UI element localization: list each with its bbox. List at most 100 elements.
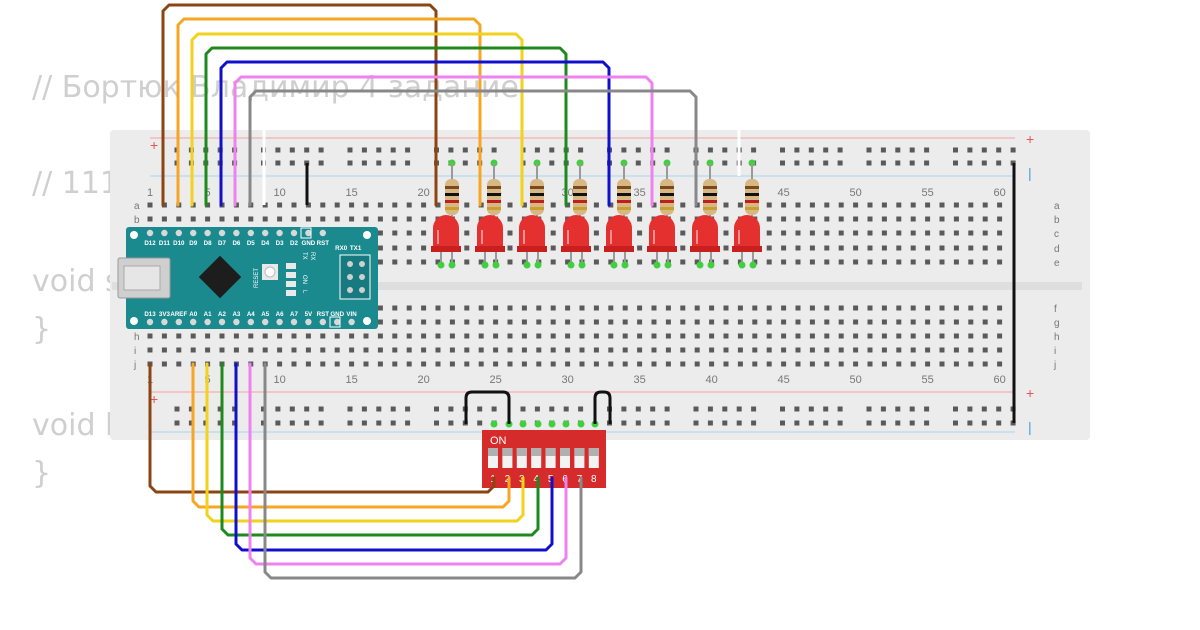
status-led [286, 290, 296, 296]
arduino-pin-bottom [334, 318, 341, 326]
row-letter: f [1054, 304, 1057, 315]
rail-hole [981, 420, 987, 426]
terminal-hole [205, 347, 211, 353]
terminal-hole [809, 245, 815, 251]
rail-hole [924, 160, 930, 166]
dip-switch-lever [516, 448, 527, 456]
arduino-pin-bottom [290, 318, 298, 326]
terminal-hole [982, 361, 988, 367]
terminal-hole [334, 347, 340, 353]
terminal-hole [349, 216, 355, 222]
rail-hole [549, 406, 555, 412]
terminal-hole [795, 347, 801, 353]
column-number-bottom: 25 [489, 374, 501, 386]
terminal-hole [766, 361, 772, 367]
terminal-hole [493, 347, 499, 353]
rail-hole [318, 420, 324, 426]
terminal-hole [406, 333, 412, 339]
rail-hole [909, 406, 915, 412]
arduino-pin-top [204, 229, 211, 237]
terminal-hole [392, 347, 398, 353]
terminal-hole [867, 259, 873, 265]
resistor-band [573, 186, 587, 189]
terminal-hole [147, 216, 153, 222]
led-body [563, 215, 589, 252]
arduino-pin-label-bottom: A5 [261, 311, 269, 318]
arduino-pin-bottom [319, 318, 326, 326]
terminal-hole [665, 333, 671, 339]
row-letter: a [1054, 201, 1060, 212]
dip-pin [562, 420, 570, 428]
terminal-hole [824, 333, 830, 339]
led-body [734, 215, 760, 252]
terminal-hole [392, 319, 398, 325]
rail-hole [578, 406, 584, 412]
terminal-hole [406, 202, 412, 208]
led-label: TX [301, 252, 307, 260]
terminal-hole [953, 347, 959, 353]
dip-on-label: ON [490, 435, 507, 447]
rail-hole [722, 420, 728, 426]
terminal-hole [161, 333, 167, 339]
terminal-hole [925, 333, 931, 339]
arduino-pin-bottom [247, 318, 254, 326]
rail-hole [981, 406, 987, 412]
terminal-hole [766, 202, 772, 208]
led-pin [578, 261, 586, 269]
terminal-hole [838, 361, 844, 367]
terminal-hole [968, 361, 974, 367]
terminal-hole [161, 347, 167, 353]
column-number-top: 60 [993, 187, 1005, 199]
terminal-hole [694, 319, 700, 325]
led-rim [517, 246, 547, 252]
terminal-hole [190, 347, 196, 353]
top-wire [190, 32, 524, 207]
column-number-bottom: 55 [921, 374, 933, 386]
rail-hole [880, 160, 886, 166]
dip-switch-lever [588, 448, 599, 456]
column-number-top: 45 [777, 187, 789, 199]
terminal-hole [853, 245, 859, 251]
rail-hole [434, 420, 439, 426]
terminal-hole [781, 305, 787, 311]
terminal-hole [305, 347, 311, 353]
terminal-hole [565, 305, 571, 311]
terminal-hole [968, 319, 974, 325]
resistor-band [487, 200, 501, 203]
resistor-band [660, 193, 674, 196]
rail-hole [909, 160, 915, 166]
icsp-pin [347, 261, 353, 267]
terminal-hole [334, 202, 340, 208]
terminal-hole [464, 361, 470, 367]
arduino-pin-top [146, 229, 154, 237]
rail-hole [635, 420, 641, 426]
terminal-hole [665, 305, 671, 311]
rail-hole [736, 420, 742, 426]
terminal-hole [392, 333, 398, 339]
terminal-hole [651, 202, 657, 208]
resistor-band [445, 193, 459, 196]
rail-hole [808, 420, 814, 426]
terminal-hole [809, 216, 815, 222]
terminal-hole [781, 347, 787, 353]
terminal-hole [593, 202, 599, 208]
led-pin [492, 261, 500, 269]
terminal-hole [781, 230, 787, 236]
wires-back [161, 3, 1016, 423]
row-letter: g [1054, 318, 1060, 329]
rail-hole [318, 147, 324, 153]
terminal-hole [853, 202, 859, 208]
terminal-hole [680, 333, 686, 339]
terminal-hole [464, 245, 470, 251]
arduino-pin-label-bottom: 5V [305, 311, 313, 318]
terminal-hole [233, 216, 239, 222]
terminal-hole [334, 361, 340, 367]
rail-plus-label: + [1026, 385, 1034, 401]
terminal-hole [536, 319, 542, 325]
terminal-hole [435, 202, 441, 208]
terminal-hole [363, 333, 369, 339]
terminal-hole [392, 245, 398, 251]
icsp-header [339, 254, 371, 300]
